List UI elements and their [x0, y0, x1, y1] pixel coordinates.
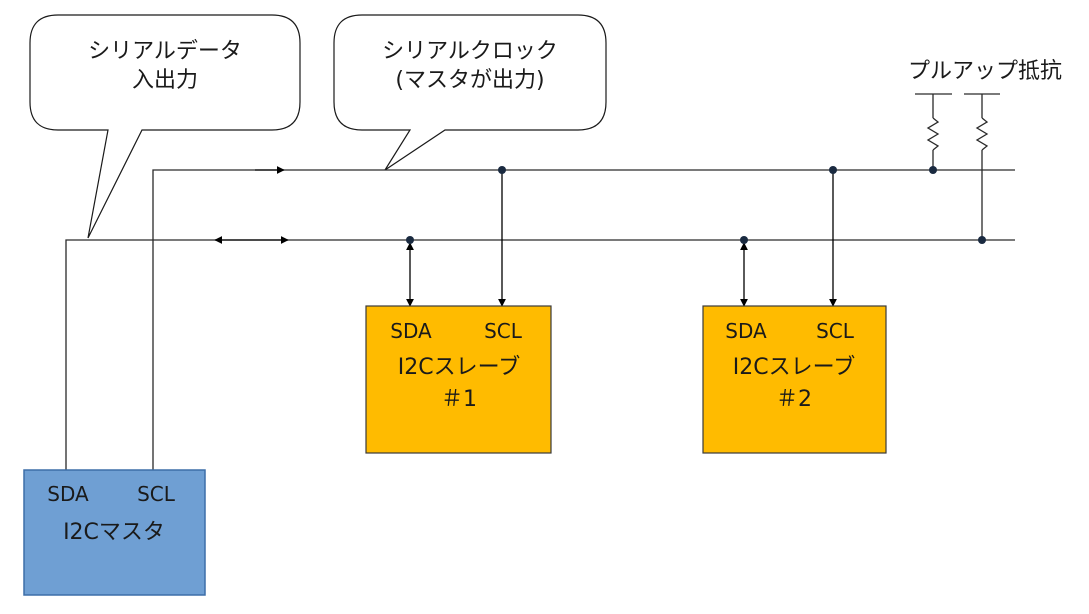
pullup-resistor-1: [915, 93, 952, 170]
slave2-name-label: I2Cスレーブ: [733, 355, 856, 380]
junction-dot-slave1-scl: [498, 166, 506, 174]
junction-dot-slave2-sda: [740, 236, 748, 244]
slave1-number-label: ＃1: [441, 387, 477, 412]
slave2-rect: [702, 305, 887, 454]
sda-bus-line: [65, 239, 1015, 470]
slave1-sda-label: SDA: [390, 319, 432, 343]
scl-bus-line: [152, 169, 1015, 470]
i2c-master-box: SDA SCL I2Cマスタ: [23, 469, 206, 596]
junction-dot-slave2-scl: [829, 166, 837, 174]
scl-callout-line1: シリアルクロック: [382, 39, 558, 64]
sda-callout-line1: シリアルデータ: [88, 39, 242, 64]
i2c-slave-2-box: SDA SCL I2Cスレーブ ＃2: [702, 305, 887, 454]
slave1-rect: [365, 305, 552, 454]
slave1-scl-label: SCL: [484, 319, 523, 343]
slave2-scl-label: SCL: [816, 319, 855, 343]
pullup-resistor-label: プルアップ抵抗: [908, 59, 1062, 84]
scl-callout-line2: (マスタが出力): [395, 68, 544, 93]
slave2-sda-label: SDA: [725, 319, 767, 343]
pullup-resistor-2: [964, 93, 1000, 240]
slave2-number-label: ＃2: [776, 387, 812, 412]
slave1-name-label: I2Cスレーブ: [398, 355, 521, 380]
junction-dot-pullup1: [929, 166, 937, 174]
master-scl-label: SCL: [137, 482, 176, 506]
sda-callout-line2: 入出力: [132, 68, 198, 93]
junction-dot-pullup2: [978, 236, 986, 244]
junction-dot-slave1-sda: [406, 236, 414, 244]
sda-callout-bubble: [29, 14, 301, 239]
master-name-label: I2Cマスタ: [63, 520, 165, 545]
i2c-slave-1-box: SDA SCL I2Cスレーブ ＃1: [365, 305, 552, 454]
scl-callout-bubble: [333, 14, 607, 171]
master-sda-label: SDA: [47, 482, 89, 506]
master-rect: [23, 469, 206, 596]
